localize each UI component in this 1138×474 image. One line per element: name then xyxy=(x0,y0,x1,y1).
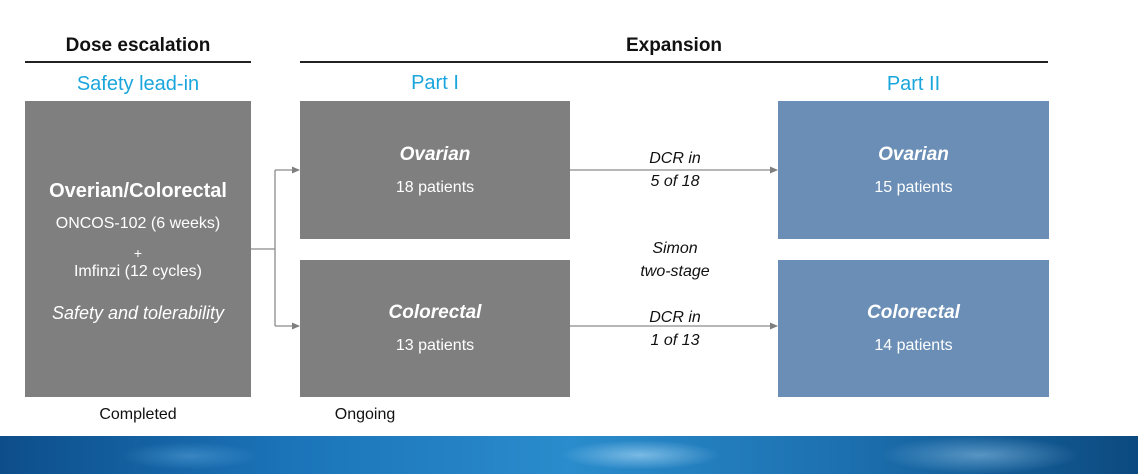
lead-in-drug-1: ONCOS-102 (6 weeks) xyxy=(55,215,221,232)
simon-two-stage-label: Simon two-stage xyxy=(610,237,740,283)
part1-colorectal-patients: 13 patients xyxy=(395,337,475,354)
lead-in-plus: + xyxy=(133,245,143,261)
lead-in-note: Safety and tolerability xyxy=(51,303,225,323)
part1-ovarian-box: Ovarian 18 patients xyxy=(300,101,570,239)
part2-ovarian-title: Ovarian xyxy=(878,143,949,165)
lead-in-title: Overian/Colorectal xyxy=(49,180,227,202)
ovarian-dcr-line1: DCR in xyxy=(649,150,701,167)
part1-ovarian-title: Ovarian xyxy=(399,143,471,165)
colorectal-dcr-line2: 1 of 13 xyxy=(650,332,700,349)
safety-lead-in-label: Safety lead-in xyxy=(76,73,200,95)
colorectal-dcr-line1: DCR in xyxy=(649,309,701,326)
ovarian-dcr-label: DCR in 5 of 18 xyxy=(610,147,740,193)
expansion-header: Expansion xyxy=(625,35,723,56)
lead-in-box: Overian/Colorectal ONCOS-102 (6 weeks) +… xyxy=(25,101,251,397)
expansion-underline xyxy=(300,61,1048,63)
part2-colorectal-patients: 14 patients xyxy=(874,337,953,354)
status-completed: Completed xyxy=(99,406,177,423)
decorative-bottom-banner xyxy=(0,436,1138,474)
part2-colorectal-title: Colorectal xyxy=(867,302,960,323)
simon-line1: Simon xyxy=(652,240,698,257)
part-1-label: Part I xyxy=(411,72,459,94)
status-ongoing: Ongoing xyxy=(334,406,396,423)
colorectal-dcr-label: DCR in 1 of 13 xyxy=(610,306,740,352)
lead-in-drug-2: Imfinzi (12 cycles) xyxy=(73,263,203,280)
part1-ovarian-patients: 18 patients xyxy=(395,178,475,196)
part1-colorectal-box: Colorectal 13 patients xyxy=(300,260,570,397)
dose-escalation-underline xyxy=(25,61,251,63)
ovarian-dcr-line2: 5 of 18 xyxy=(650,173,700,190)
simon-line2: two-stage xyxy=(640,263,710,280)
part2-ovarian-patients: 15 patients xyxy=(874,178,953,196)
part1-colorectal-title: Colorectal xyxy=(388,302,482,323)
dose-escalation-header: Dose escalation xyxy=(65,35,211,56)
part2-ovarian-box: Ovarian 15 patients xyxy=(778,101,1049,239)
part2-colorectal-box: Colorectal 14 patients xyxy=(778,260,1049,397)
part-2-label: Part II xyxy=(886,73,941,95)
